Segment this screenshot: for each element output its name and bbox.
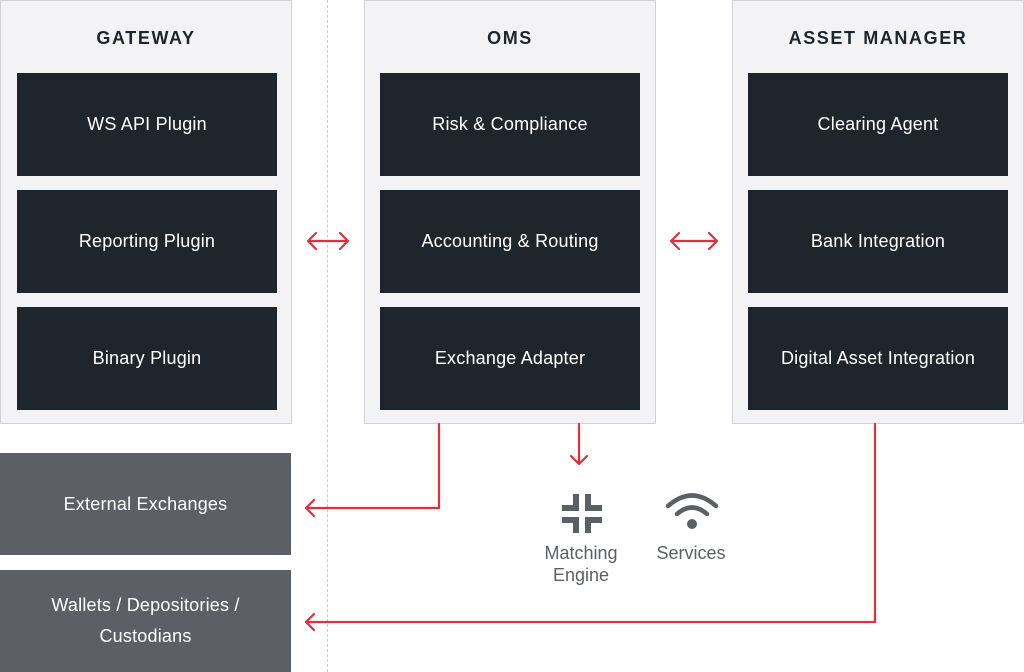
matching-engine-icon [562,494,602,533]
risk-compliance-block: Risk & Compliance [380,73,640,176]
wallets-custodians-box: Wallets / Depositories / Custodians [0,570,291,672]
matching-engine-label: Matching Engine [544,543,618,585]
wallets-label-line2: Custodians [99,626,192,646]
wifi-icon [665,493,719,529]
external-exchanges-label: External Exchanges [63,493,228,514]
external-exchanges-box: External Exchanges [0,453,291,555]
digital-asset-integration-block: Digital Asset Integration [748,307,1008,410]
arrow-asset-manager-to-wallets [304,422,877,632]
clearing-agent-block: Clearing Agent [748,73,1008,176]
bank-integration-block: Bank Integration [748,190,1008,293]
asset-manager-panel: ASSET MANAGER Clearing Agent Bank Integr… [732,0,1024,424]
oms-title: OMS [487,28,533,48]
dashed-divider [327,0,328,672]
gateway-title: GATEWAY [96,28,196,48]
gateway-panel: GATEWAY WS API Plugin Reporting Plugin B… [0,0,292,424]
accounting-routing-block: Accounting & Routing [380,190,640,293]
reporting-plugin-block: Reporting Plugin [17,190,277,293]
oms-panel: OMS Risk & Compliance Accounting & Routi… [364,0,656,424]
wallets-label-line1: Wallets / Depositories / [51,595,240,615]
bidirectional-arrow-oms-asset-manager [669,231,719,251]
asset-manager-title: ASSET MANAGER [788,28,968,48]
bidirectional-arrow-gateway-oms [306,231,350,251]
binary-plugin-block: Binary Plugin [17,307,277,410]
exchange-adapter-block: Exchange Adapter [380,307,640,410]
services-label: Services [656,543,726,563]
ws-api-plugin-block: WS API Plugin [17,73,277,176]
arrow-oms-to-matching-engine [569,422,589,466]
arrow-oms-to-external-exchanges [304,422,441,518]
